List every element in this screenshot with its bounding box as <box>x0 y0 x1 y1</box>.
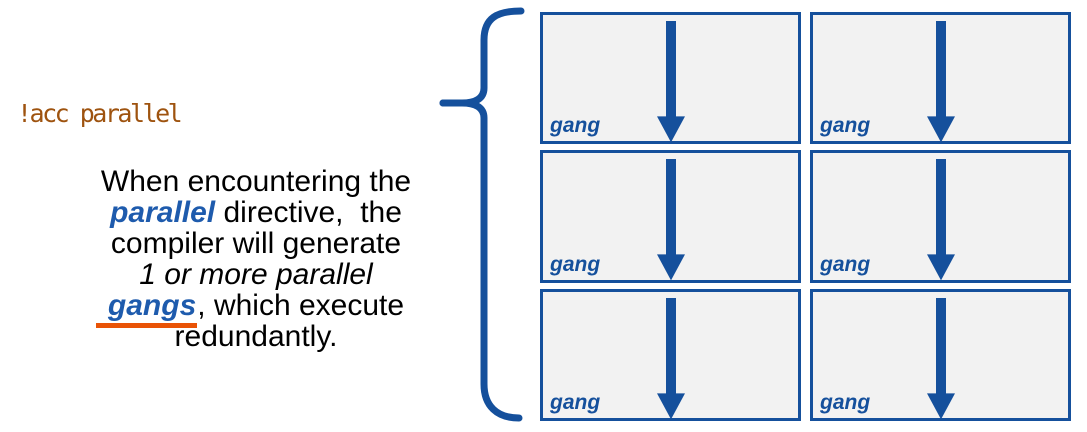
gang-box-6: gang <box>810 288 1071 421</box>
down-arrow-icon <box>926 297 955 419</box>
gangs-keyword: gangs <box>95 289 198 328</box>
text-line-3: compiler will generate <box>40 228 472 259</box>
down-arrow-icon <box>656 297 685 419</box>
parallel-keyword: parallel <box>110 196 216 229</box>
down-arrow-icon <box>656 21 685 143</box>
gang-box-2: gang <box>810 12 1071 145</box>
gang-box-4: gang <box>810 150 1071 283</box>
down-arrow-icon <box>926 21 955 143</box>
code-directive: !acc parallel <box>17 99 183 128</box>
text-line-3-text: compiler will generate <box>110 227 402 260</box>
gang-label: gang <box>820 252 871 276</box>
text-line-5: gangs, which execute <box>40 289 472 328</box>
explanation-text: When encountering the parallel directive… <box>40 166 472 352</box>
gang-box-1: gang <box>540 12 801 145</box>
gang-box-3: gang <box>540 150 801 283</box>
text-line-4-text: 1 or more parallel <box>139 258 373 291</box>
left-curly-brace-icon <box>439 7 525 422</box>
text-line-5-text: , which execute <box>197 289 405 322</box>
gang-label: gang <box>550 252 601 276</box>
text-line-2-text: directive, the <box>215 196 402 229</box>
text-line-6: redundantly. <box>40 321 472 352</box>
down-arrow-icon <box>926 159 955 281</box>
text-line-1: When encountering the <box>40 166 472 197</box>
gang-label: gang <box>820 390 871 414</box>
text-line-4: 1 or more parallel <box>40 259 472 290</box>
text-line-2: parallel directive, the <box>40 197 472 228</box>
gang-label: gang <box>820 114 871 138</box>
gang-box-5: gang <box>540 288 801 421</box>
text-line-6-text: redundantly. <box>174 320 338 353</box>
gang-label: gang <box>550 114 601 138</box>
gang-label: gang <box>550 390 601 414</box>
gang-grid: gang gang gang gang gang gang <box>540 12 1071 421</box>
down-arrow-icon <box>656 159 685 281</box>
text-line-1-text: When encountering the <box>100 165 412 198</box>
